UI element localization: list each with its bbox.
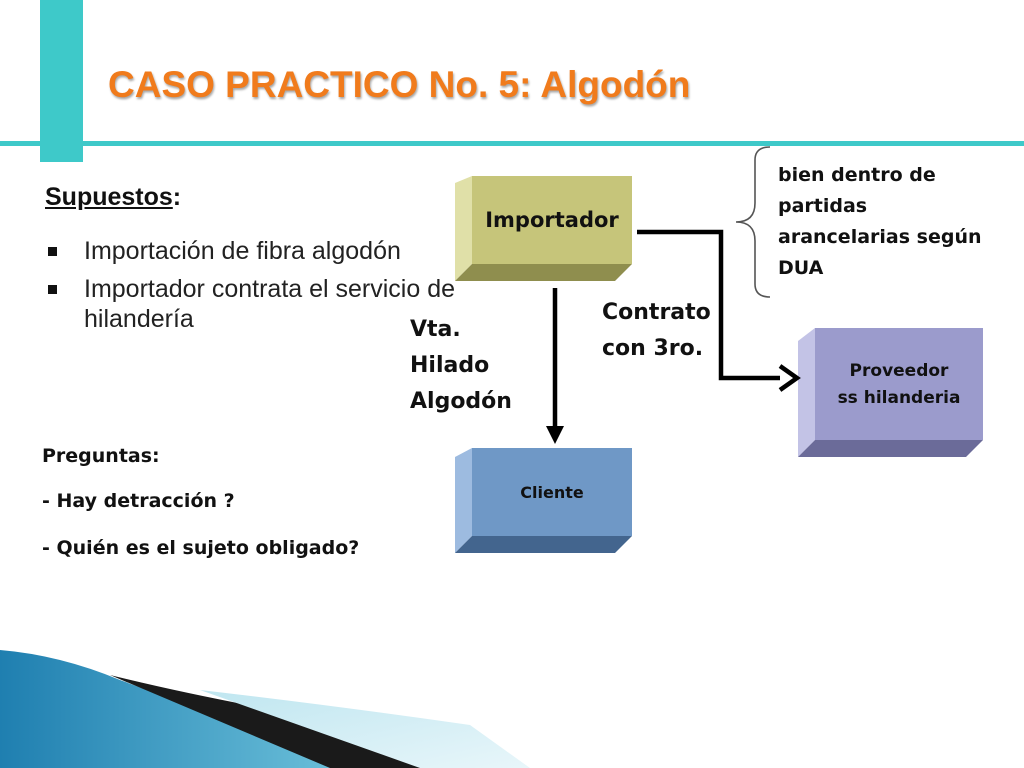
cliente-node: Cliente: [520, 482, 584, 502]
cliente-node-shape: [455, 448, 632, 553]
pregunta-item: - Hay detracción ?: [42, 490, 235, 512]
edge-label-line: Algodón: [410, 389, 512, 414]
supuestos-colon: :: [172, 183, 182, 211]
slide-title: CASO PRACTICO No. 5: Algodón: [108, 64, 691, 105]
preguntas-heading: Preguntas:: [42, 445, 160, 467]
contrato-label: Contrato con 3ro.: [602, 295, 711, 367]
curly-brace-icon: [735, 146, 771, 298]
bullet-item: Importación de fibra algodón: [46, 236, 466, 266]
supuestos-label: Supuestos: [45, 183, 173, 211]
proveedor-label-line: ss hilanderia: [837, 388, 961, 408]
importador-node: Importador: [485, 208, 619, 232]
arrow-importador-to-cliente: [546, 288, 564, 444]
proveedor-node: Proveedor ss hilanderia: [815, 352, 983, 418]
proveedor-label-line: Proveedor: [849, 361, 949, 381]
edge-label-line: Hilado: [410, 353, 490, 378]
proveedor-node-shape: [798, 328, 983, 457]
vta-hilado-label: Vta. Hilado Algodón: [410, 312, 512, 420]
note-line: partidas: [778, 195, 868, 217]
edge-label-line: con 3ro.: [602, 336, 704, 361]
supuestos-heading: Supuestos:: [45, 183, 181, 212]
edge-label-line: Vta.: [410, 317, 461, 342]
bullet-square-icon: [48, 285, 57, 294]
bullet-text: Importador contrata el servicio de hilan…: [84, 275, 456, 333]
note-line: bien dentro de: [778, 164, 936, 186]
decorative-swoosh: [0, 650, 530, 768]
note-line: DUA: [778, 257, 824, 279]
note-line: arancelarias según: [778, 226, 982, 248]
bullet-square-icon: [48, 247, 57, 256]
bullet-item: Importador contrata el servicio de hilan…: [46, 274, 466, 334]
edge-label-line: Contrato: [602, 300, 711, 325]
accent-line: [0, 141, 1024, 146]
bullet-text: Importación de fibra algodón: [84, 237, 401, 265]
pregunta-item: - Quién es el sujeto obligado?: [42, 537, 360, 559]
arrow-importador-to-proveedor: [637, 229, 801, 392]
supuestos-list: Importación de fibra algodón Importador …: [46, 236, 466, 342]
importador-node-shape: [455, 176, 632, 281]
brace-note: bien dentro de partidas arancelarias seg…: [778, 160, 982, 284]
accent-bar: [40, 0, 83, 162]
